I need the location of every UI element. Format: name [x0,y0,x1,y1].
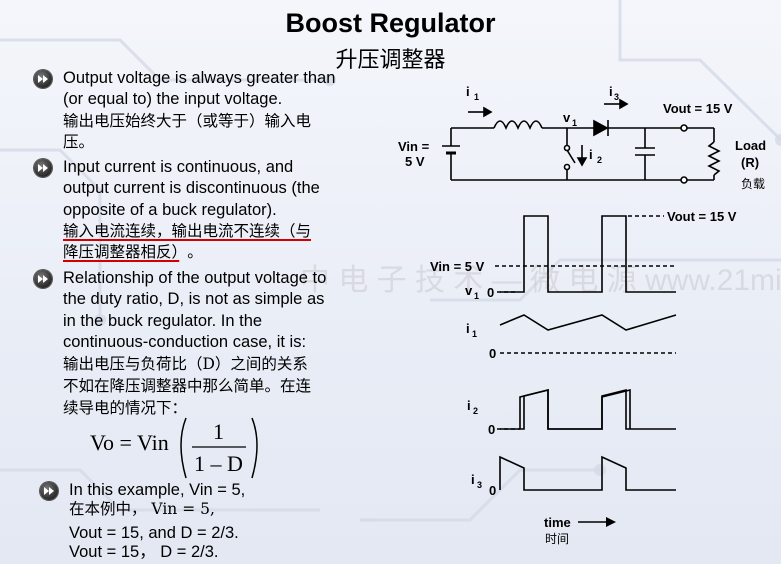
i3-waveform [499,455,676,491]
i2-sub: 2 [597,155,602,165]
inductor [493,120,543,131]
formula-numerator: 1 [213,419,224,444]
bullet3-text-line2: the duty ratio, D, is not as simple as [63,290,325,308]
bullet1-cn-line1: 输出电压始终大于（或等于）输入电 [63,112,312,130]
time-cn-label: 时间 [545,532,569,546]
wave-i3-sub: 3 [477,480,482,490]
bullet1-cn-line2: 压。 [63,133,95,151]
bullet4-text-line2: Vout = 15, and D = 2/3. [69,524,239,542]
i2-waveform [500,388,676,430]
i1-sub: 1 [474,92,479,102]
bullet3-text-line3: in the buck regulator. In the [63,312,263,330]
wave-v1-zero: 0 [487,285,494,300]
bullet3-text-line4: continuous-conduction case, it is: [63,333,307,351]
page-title: Boost Regulator [285,8,496,38]
bullet-icon [40,482,58,500]
bullet1-text-line1: Output voltage is always greater than [63,69,336,87]
bullet3-cn-line2: 不如在降压调整器中那么简单。在连 [63,377,312,395]
watermark-text: 中 电 子 技 术 — 微 电 源 www.21micro-grid.cn [300,264,781,297]
diode [593,119,609,137]
wave-i1-sub: 1 [472,329,477,339]
load-cn-label: 负载 [741,177,765,191]
bullet3-cn-line3: 续导电的情况下： [63,399,188,417]
wave-v1-sub: 1 [474,291,479,301]
bullet-icon [34,159,52,177]
bullet2-cn-tail: 。 [187,243,203,261]
bullet4-cn-line1: 在本例中， Vin = 5, [69,500,215,518]
i3-sub: 3 [614,92,619,102]
formula-lhs: Vo = Vin [90,430,169,455]
wave-i3-zero: 0 [489,483,496,498]
v1-waveform [500,215,676,293]
i3-label: i [609,84,613,99]
i1-label: i [466,84,470,99]
time-arrow-icon [606,517,616,527]
wave-i3-label: i [471,472,475,487]
page-subtitle: 升压调整器 [335,48,446,73]
bullet3-cn-line1: 输出电压与负荷比（D）之间的关系 [63,355,308,373]
bullet2-cn-line1: 输入电流连续，输出电流不连续（与 [63,222,312,240]
switch [566,149,576,164]
i2-waveform-detail [519,388,631,430]
bullet4-text-line1: In this example, Vin = 5, [69,481,246,499]
wave-i1-label: i [466,321,470,336]
vin-label: Vin = [398,139,430,154]
i1-waveform [499,314,677,331]
bullet1-text-line2: (or equal to) the input voltage. [63,90,283,108]
wave-vin-ref: Vin = 5 V [430,259,485,274]
bullet2-text-line1: Input current is continuous, and [63,158,294,176]
wave-i2-sub: 2 [473,406,478,416]
wave-i2-label: i [467,398,471,413]
bullet-icon [34,70,52,88]
load-resistor [707,141,721,176]
bullet3-text-line1: Relationship of the output voltage to [63,269,327,287]
v1-sub: 1 [572,118,577,128]
bullet2-text-line3: opposite of a buck regulator). [63,201,277,219]
bullet2-cn-line2: 降压调整器相反） 。 [63,242,203,264]
load-label: Load [735,138,766,153]
bullet-icon [34,270,52,288]
formula-denominator: 1 – D [194,451,243,476]
wave-i2-zero: 0 [488,422,495,437]
wave-vout-ref: Vout = 15 V [667,209,737,224]
load-r-label: (R) [741,155,759,170]
wave-i1-zero: 0 [489,346,496,361]
vout-label: Vout = 15 V [663,101,733,116]
time-label: time [544,515,571,530]
wave-v1-label: v [465,283,473,298]
bullet2-text-line2: output current is discontinuous (the [63,179,320,197]
bullet2-cn-underlined: 降压调整器相反） [63,243,180,261]
v1-label: v [563,110,571,125]
vin-value: 5 V [405,154,425,169]
i2-label: i [589,147,593,162]
bullet4-cn-line2: Vout = 15， D = 2/3. [69,543,219,561]
